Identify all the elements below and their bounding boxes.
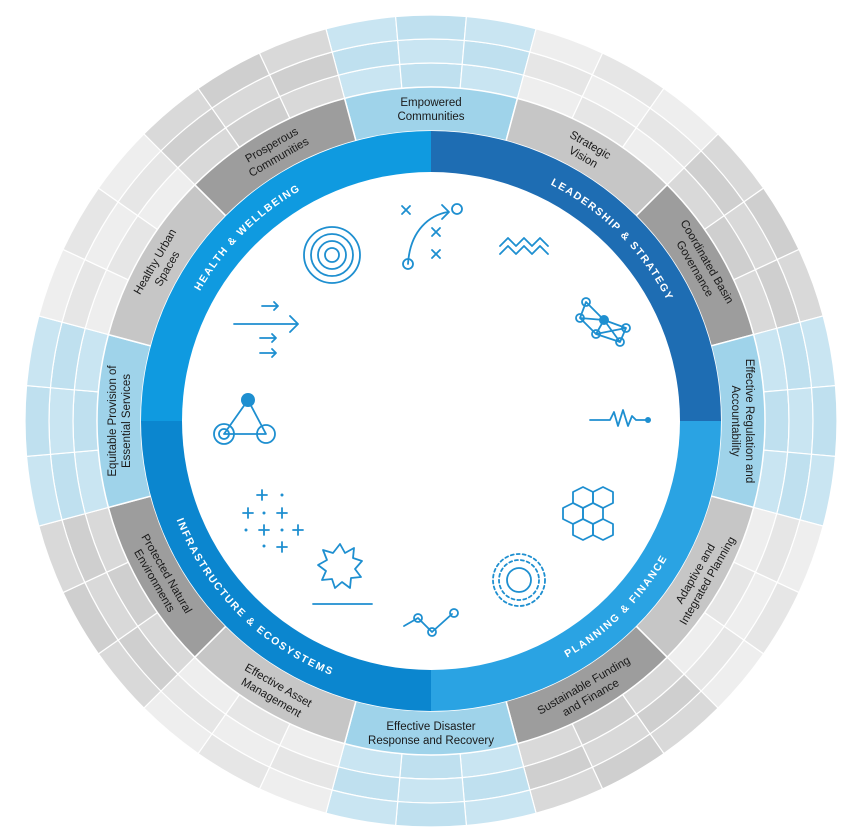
outer-ring-cell xyxy=(394,14,468,42)
outer-ring-cell xyxy=(810,384,838,458)
quadrant-segment[interactable] xyxy=(431,421,721,711)
goal-label-line: Communities xyxy=(397,111,464,123)
quadrant-segment[interactable] xyxy=(431,131,721,421)
outer-ring-cell xyxy=(399,62,463,89)
goal-label-line: Essential Services xyxy=(121,374,133,468)
plus-grid-icon xyxy=(242,489,304,553)
target-rings-icon xyxy=(303,226,361,284)
trend-line-icon xyxy=(403,608,459,637)
quadrant-ring xyxy=(141,131,721,711)
quadrant-segment[interactable] xyxy=(141,131,431,421)
outer-ring-cell xyxy=(397,776,465,804)
triangle-nodes-icon xyxy=(213,393,276,445)
outer-ring-cell xyxy=(258,28,333,76)
goal-label-line: Effective Disaster xyxy=(386,721,475,733)
network-nodes-icon xyxy=(575,297,631,347)
arrows-right-icon xyxy=(233,301,299,358)
goal-label-line: Empowered xyxy=(400,97,461,109)
goal-label-line: Response and Recovery xyxy=(368,735,494,747)
tactics-icon xyxy=(401,203,463,270)
goal-label-line: Accountability xyxy=(729,386,741,457)
outer-ring-cell xyxy=(786,387,814,455)
starburst-icon xyxy=(312,543,373,605)
outer-ring-cell xyxy=(72,389,99,453)
outer-ring-cell xyxy=(48,387,76,455)
zigzag-waves-icon xyxy=(499,237,549,255)
outer-ring-cell xyxy=(397,38,465,66)
quadrant-segment[interactable] xyxy=(141,421,431,711)
center-disc xyxy=(182,172,680,670)
goal-label-line: Equitable Provision of xyxy=(107,365,119,477)
outer-ring-cell xyxy=(394,800,468,828)
honeycomb-icon xyxy=(562,486,614,541)
outer-ring-cell xyxy=(399,753,463,780)
signal-line-icon xyxy=(589,409,651,427)
outer-ring-cell xyxy=(763,389,790,453)
goal-label-line: Effective Regulation and xyxy=(743,359,755,483)
dashed-rings-icon xyxy=(492,553,546,607)
goal-label: Effective Regulation andAccountability xyxy=(729,359,755,483)
outer-ring-cell xyxy=(24,384,52,458)
